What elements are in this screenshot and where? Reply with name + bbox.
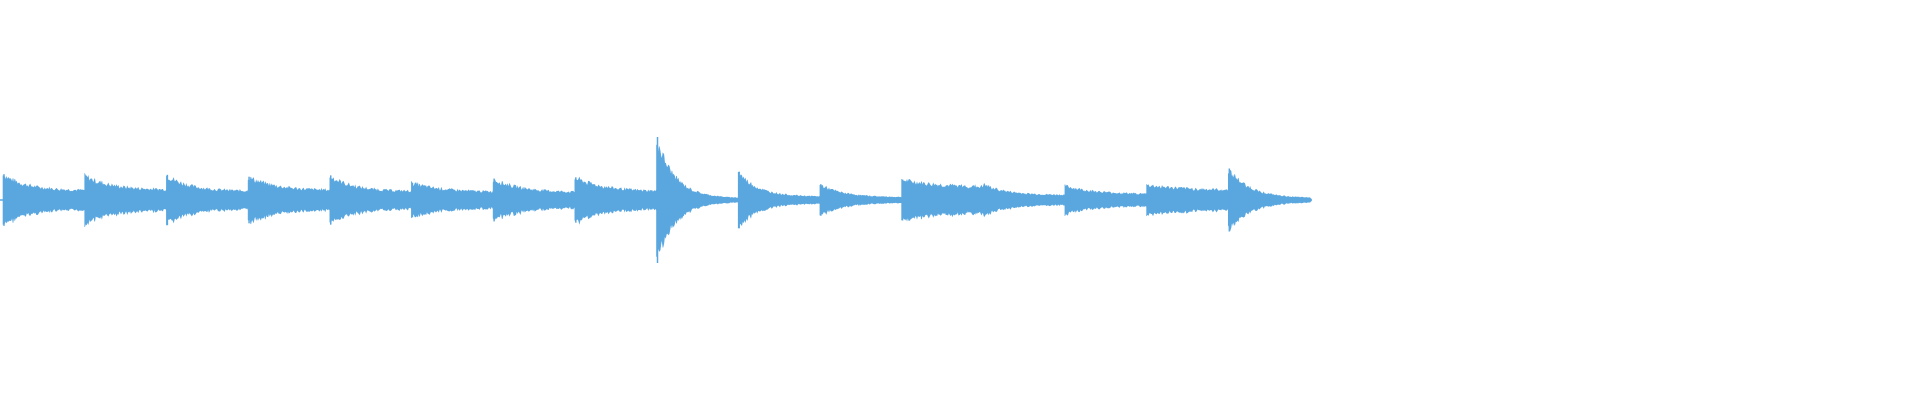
waveform-note-3: [166, 175, 249, 226]
waveform-note-6: [411, 181, 494, 219]
waveform-tail: [1304, 197, 1312, 203]
waveform-note-4: [247, 176, 331, 225]
waveform-note-5: [329, 175, 412, 226]
waveform-note-2: [84, 173, 167, 227]
waveform-note-9: [656, 144, 739, 257]
waveform-note-10: [737, 172, 821, 229]
waveform-note-16: [1228, 169, 1311, 232]
waveform-note-15: [1146, 184, 1229, 217]
waveform-note-12: [901, 178, 984, 222]
waveform-note-7: [492, 179, 576, 220]
waveform-note-1: [2, 175, 85, 225]
waveform-note-14: [1064, 184, 1147, 216]
waveform-note-13: [983, 182, 1066, 218]
waveform-note-11: [819, 184, 902, 216]
waveform-note-8: [574, 176, 657, 225]
